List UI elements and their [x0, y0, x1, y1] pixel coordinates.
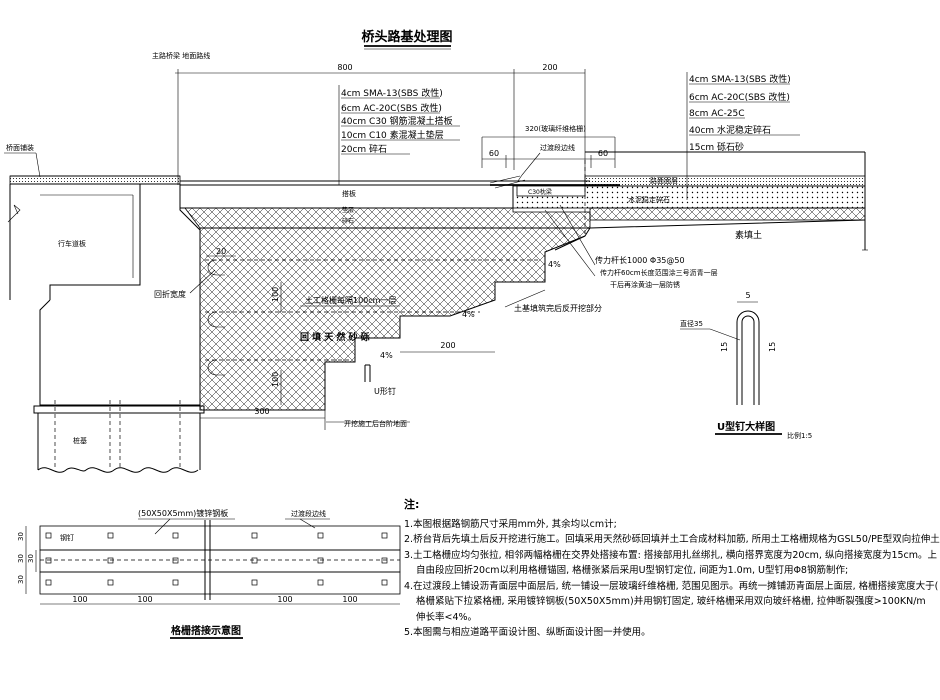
gravel-label: 碎石 — [342, 217, 354, 225]
grid-dim-left-3: 30 — [17, 575, 25, 584]
grid-nail-label: 钢钉 — [60, 533, 74, 542]
dim-200-top: 200 — [542, 63, 557, 72]
note-4: 4.在过渡段上铺设沥青面层中面层后, 统一铺设一层玻璃纤维格栅, 范围见图示。再… — [404, 580, 939, 592]
u-nail-mark — [364, 364, 371, 382]
traffic-lane-label: 行车道板 — [58, 239, 86, 248]
backfill-gravel — [199, 227, 591, 411]
dim-200: 200 — [440, 341, 455, 350]
dim-300: 300 — [254, 407, 269, 416]
note-2: 2.桥台背后先填土后反开挖进行施工。回填采用天然砂砾回填并土工合成材料加筋, 所… — [404, 534, 940, 545]
grid-nail-marks — [45, 532, 388, 586]
dim-60a: 60 — [489, 149, 499, 158]
grid-strip-bot — [39, 571, 401, 595]
sand-gravel-layer — [589, 207, 866, 221]
abutment — [9, 183, 180, 300]
bedding-layer — [180, 207, 591, 229]
note-1: 1.本图根据路钢筋尺寸采用mm外, 其余均以cm计; — [404, 518, 617, 530]
transfer-bars — [489, 175, 526, 189]
dim-100a: 100 — [271, 287, 280, 302]
cement-gravel-label: 水泥稳定碎石 — [628, 195, 670, 204]
note-4-cont-2: 伸长率<4%。 — [416, 611, 478, 623]
note-3-cont: 自由段应回折20cm以利用格栅锚固, 格栅张紧后采用U型钢钉定位, 间距为1.0… — [416, 565, 849, 576]
grid-dim-left-2: 30 — [17, 554, 25, 563]
u-detail-dim-right: 15 — [768, 342, 777, 352]
approach-slab-label: 搭板 — [342, 189, 356, 198]
c30-beam-label: C30枕梁 — [528, 188, 552, 196]
bridge-deck — [9, 175, 181, 185]
u-nail-label: U形钉 — [374, 386, 396, 396]
left-layer-4: 10cm C10 素混凝土垫层 — [341, 129, 444, 141]
pavement-surface — [584, 175, 866, 187]
left-layer-2: 6cm AC-20C(SBS 改性) — [341, 102, 442, 114]
left-layer-1: 4cm SMA-13(SBS 改性) — [341, 87, 443, 99]
bar-spec-label: 传力杆长1000 Φ35@50 — [595, 255, 685, 265]
note-5: 5.本图需与相应道路平面设计图、纵断面设计图一并使用。 — [404, 627, 651, 638]
bedding-label: 垫层 — [342, 206, 354, 214]
footing — [33, 405, 205, 414]
note-4-cont-1: 格栅紧贴下拉紧格栅, 采用镀锌钢板(50X50X5mm)并用钢钉固定, 玻纤格栅… — [416, 596, 926, 607]
right-layer-5: 15cm 砾石砂 — [689, 141, 744, 153]
top-left-label: 主路桥梁 地面路线 — [152, 51, 210, 60]
dim-60b: 60 — [598, 149, 608, 158]
dim-800: 800 — [337, 63, 352, 72]
left-layer-3: 40cm C30 钢筋混凝土搭板 — [341, 115, 453, 127]
bridge-deck-label: 桥面铺装 — [6, 143, 34, 152]
slope-4b: 4% — [462, 310, 475, 319]
u-detail-dim-left: 15 — [720, 342, 729, 352]
geogrid-note: 土工格栅每隔100cm一层 — [305, 295, 396, 305]
grid-dim-bottom-1: 100 — [72, 595, 87, 604]
right-layer-2: 6cm AC-20C(SBS 改性) — [689, 91, 790, 103]
dim-320: 320(玻璃纤维格栅) — [525, 124, 586, 133]
grid-dim-bottom-3: 100 — [277, 595, 292, 604]
notes-heading: 注: — [404, 498, 420, 511]
excavation-note: 土基填筑完后反开挖部分 — [514, 303, 602, 313]
right-layer-4: 40cm 水泥稳定碎石 — [689, 124, 771, 136]
grid-dim-bottom-2: 100 — [137, 595, 152, 604]
right-layer-1: 4cm SMA-13(SBS 改性) — [689, 73, 791, 85]
slope-4c: 4% — [380, 351, 393, 360]
bar-note-2: 干后再涂黄油一层防锈 — [610, 280, 680, 289]
grid-dim-left-4: 30 — [27, 554, 35, 563]
note-3: 3.土工格栅应均匀张拉, 相邻两幅格栅在交界处搭接布置: 搭接部用扎丝绑扎, 横… — [404, 549, 938, 561]
left-layer-5: 20cm 碎石 — [341, 143, 387, 155]
dim-20: 20 — [216, 247, 226, 256]
excavation-line-label: 开挖施工后台阶地面 — [344, 419, 407, 428]
fill-soil-label: 素填土 — [735, 229, 762, 241]
original-ground — [554, 219, 866, 251]
grid-dim-left-1: 30 — [17, 532, 25, 541]
main-title: 桥头路基处理图 — [361, 29, 452, 45]
transition-line-label: 过渡段边线 — [540, 143, 575, 152]
pavement-surface-label: 路面面层 — [650, 176, 678, 185]
u-detail-scale: 比例1:5 — [787, 431, 812, 440]
grid-dim-bottom-4: 100 — [342, 595, 357, 604]
piles — [37, 413, 201, 470]
grid-steel-plate-label: (50X50X5mm)镀锌钢板 — [138, 508, 228, 518]
backfill-gravel-label: 回 填 天 然 砂 砾 — [300, 331, 370, 343]
right-layer-3: 8cm AC-25C — [689, 109, 745, 119]
design-notes: 注: 1.本图根据路钢筋尺寸采用mm外, 其余均以cm计; 2.桥台背后先填土后… — [404, 497, 940, 641]
u-detail-dim-top: 5 — [745, 291, 750, 300]
u-detail-label: 直径35 — [680, 319, 703, 328]
grid-strip-top — [39, 525, 401, 551]
u-detail-title: U型钉大样图 — [717, 420, 775, 433]
u-nail-shape — [736, 310, 760, 405]
grid-strip-mid — [39, 549, 401, 573]
backfill-width-label: 回折宽度 — [154, 289, 186, 299]
pile-label: 桩基 — [73, 436, 87, 445]
grid-detail-title: 格栅搭接示意图 — [171, 624, 241, 637]
dim-100b: 100 — [271, 372, 280, 387]
grid-transition-label: 过渡段边线 — [291, 509, 326, 518]
bar-note-1: 传力杆60cm长度范围涂三号沥青一层 — [600, 268, 718, 277]
slope-4a: 4% — [548, 260, 561, 269]
